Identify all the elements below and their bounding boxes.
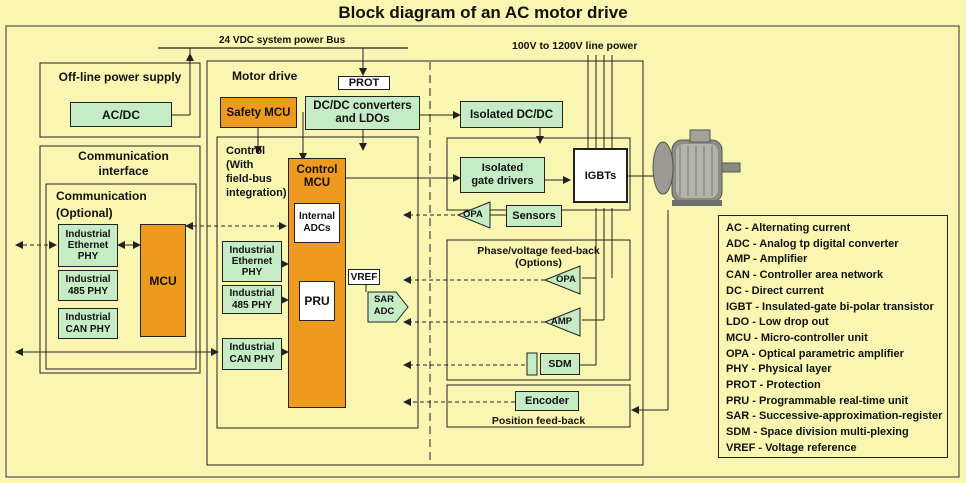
legend-entry: ADC - Analog tp digital converter [726,237,899,250]
control-mcu-block: Control MCU [288,158,346,408]
industrial-ethernet-phy-block-comm: Industrial Ethernet PHY [58,224,118,267]
opa2-label: OPA [556,274,576,285]
igbts-block: IGBTs [573,148,628,203]
control-frame [216,136,419,429]
legend-entry: VREF - Voltage reference [726,441,857,454]
legend-entry: AMP - Amplifier [726,253,808,266]
acdc-block: AC/DC [70,102,172,127]
industrial-ethernet-phy-block-control: Industrial Ethernet PHY [222,241,282,282]
mcu-block: MCU [140,224,186,337]
sensors-block: Sensors [506,205,562,227]
offline-frame [39,62,201,138]
igbts-label: IGBTs [582,169,619,182]
amp-triangle [543,307,581,337]
comm-optional-frame [45,183,197,370]
opa1-label: OPA [463,209,483,220]
industrial-485-phy-block-comm: Industrial 485 PHY [58,270,118,301]
comm-interface-title: Communication interface [78,149,169,178]
motor-drive-frame [206,60,644,466]
outer-frame [5,25,960,478]
phase-feedback-frame [446,239,631,381]
offline-title: Off-line power supply [58,70,182,84]
phase-feedback-title: Phase/voltage feed-back (Options) [477,245,600,269]
legend-entry: PRU - Programmable real-time unit [726,394,909,407]
legend-entry: MCU - Micro-controller unit [726,331,868,344]
legend-entry: OPA - Optical parametric amplifier [726,347,904,360]
position-feedback-frame [446,384,631,428]
sar-adc-shape [367,291,409,323]
opa2-triangle [543,265,581,295]
legend-entry: SDM - Space division multi-plexing [726,426,909,439]
encoder-block: Encoder [515,391,579,411]
sdm-block: SDM [540,353,580,375]
dcdc-converters-block: DC/DC converters and LDOs [305,96,420,130]
motor-picture [652,129,741,206]
control-title: Control (With field-bus integration) [226,145,287,199]
industrial-can-phy-block-control: Industrial CAN PHY [222,338,282,370]
legend-entry: PHY - Physical layer [726,363,832,376]
legend-box [718,215,948,458]
line-power-label: 100V to 1200V line power [512,40,638,52]
safety-mcu-block: Safety MCU [220,97,297,128]
sar-adc-label: SAR ADC [373,294,395,317]
isolated-dcdc-block: Isolated DC/DC [460,101,563,128]
internal-adcs-block: Internal ADCs [294,203,340,243]
sdm-tab [526,352,538,376]
comm-interface-frame [39,145,201,374]
legend-entry: IGBT - Insulated-gate bi-polar transisto… [726,300,934,313]
motor-drive-title: Motor drive [232,69,298,83]
legend-entry: SAR - Successive-approximation-register [726,410,943,423]
legend-entry: DC - Direct current [726,284,824,297]
industrial-485-phy-block-control: Industrial 485 PHY [222,285,282,314]
diagram-title: Block diagram of an AC motor drive [338,3,628,22]
prot-block: PROT [338,76,390,90]
legend-entry: CAN - Controller area network [726,269,884,282]
opa1-triangle [456,201,491,229]
legend-entry: PROT - Protection [726,379,821,391]
legend-entry: AC - Alternating current [726,222,851,234]
legend-entry: LDO - Low drop out [726,316,829,329]
power-bus-label: 24 VDC system power Bus [219,35,346,46]
vref-block: VREF [348,269,380,285]
amp-label: AMP [551,316,573,327]
position-feedback-title: Position feed-back [491,415,586,427]
industrial-can-phy-block-comm: Industrial CAN PHY [58,308,118,339]
comm-optional-title: Communication (Optional) [56,189,147,220]
pru-block: PRU [299,281,335,321]
isolated-gate-drivers-block: Isolated gate drivers [460,157,545,193]
